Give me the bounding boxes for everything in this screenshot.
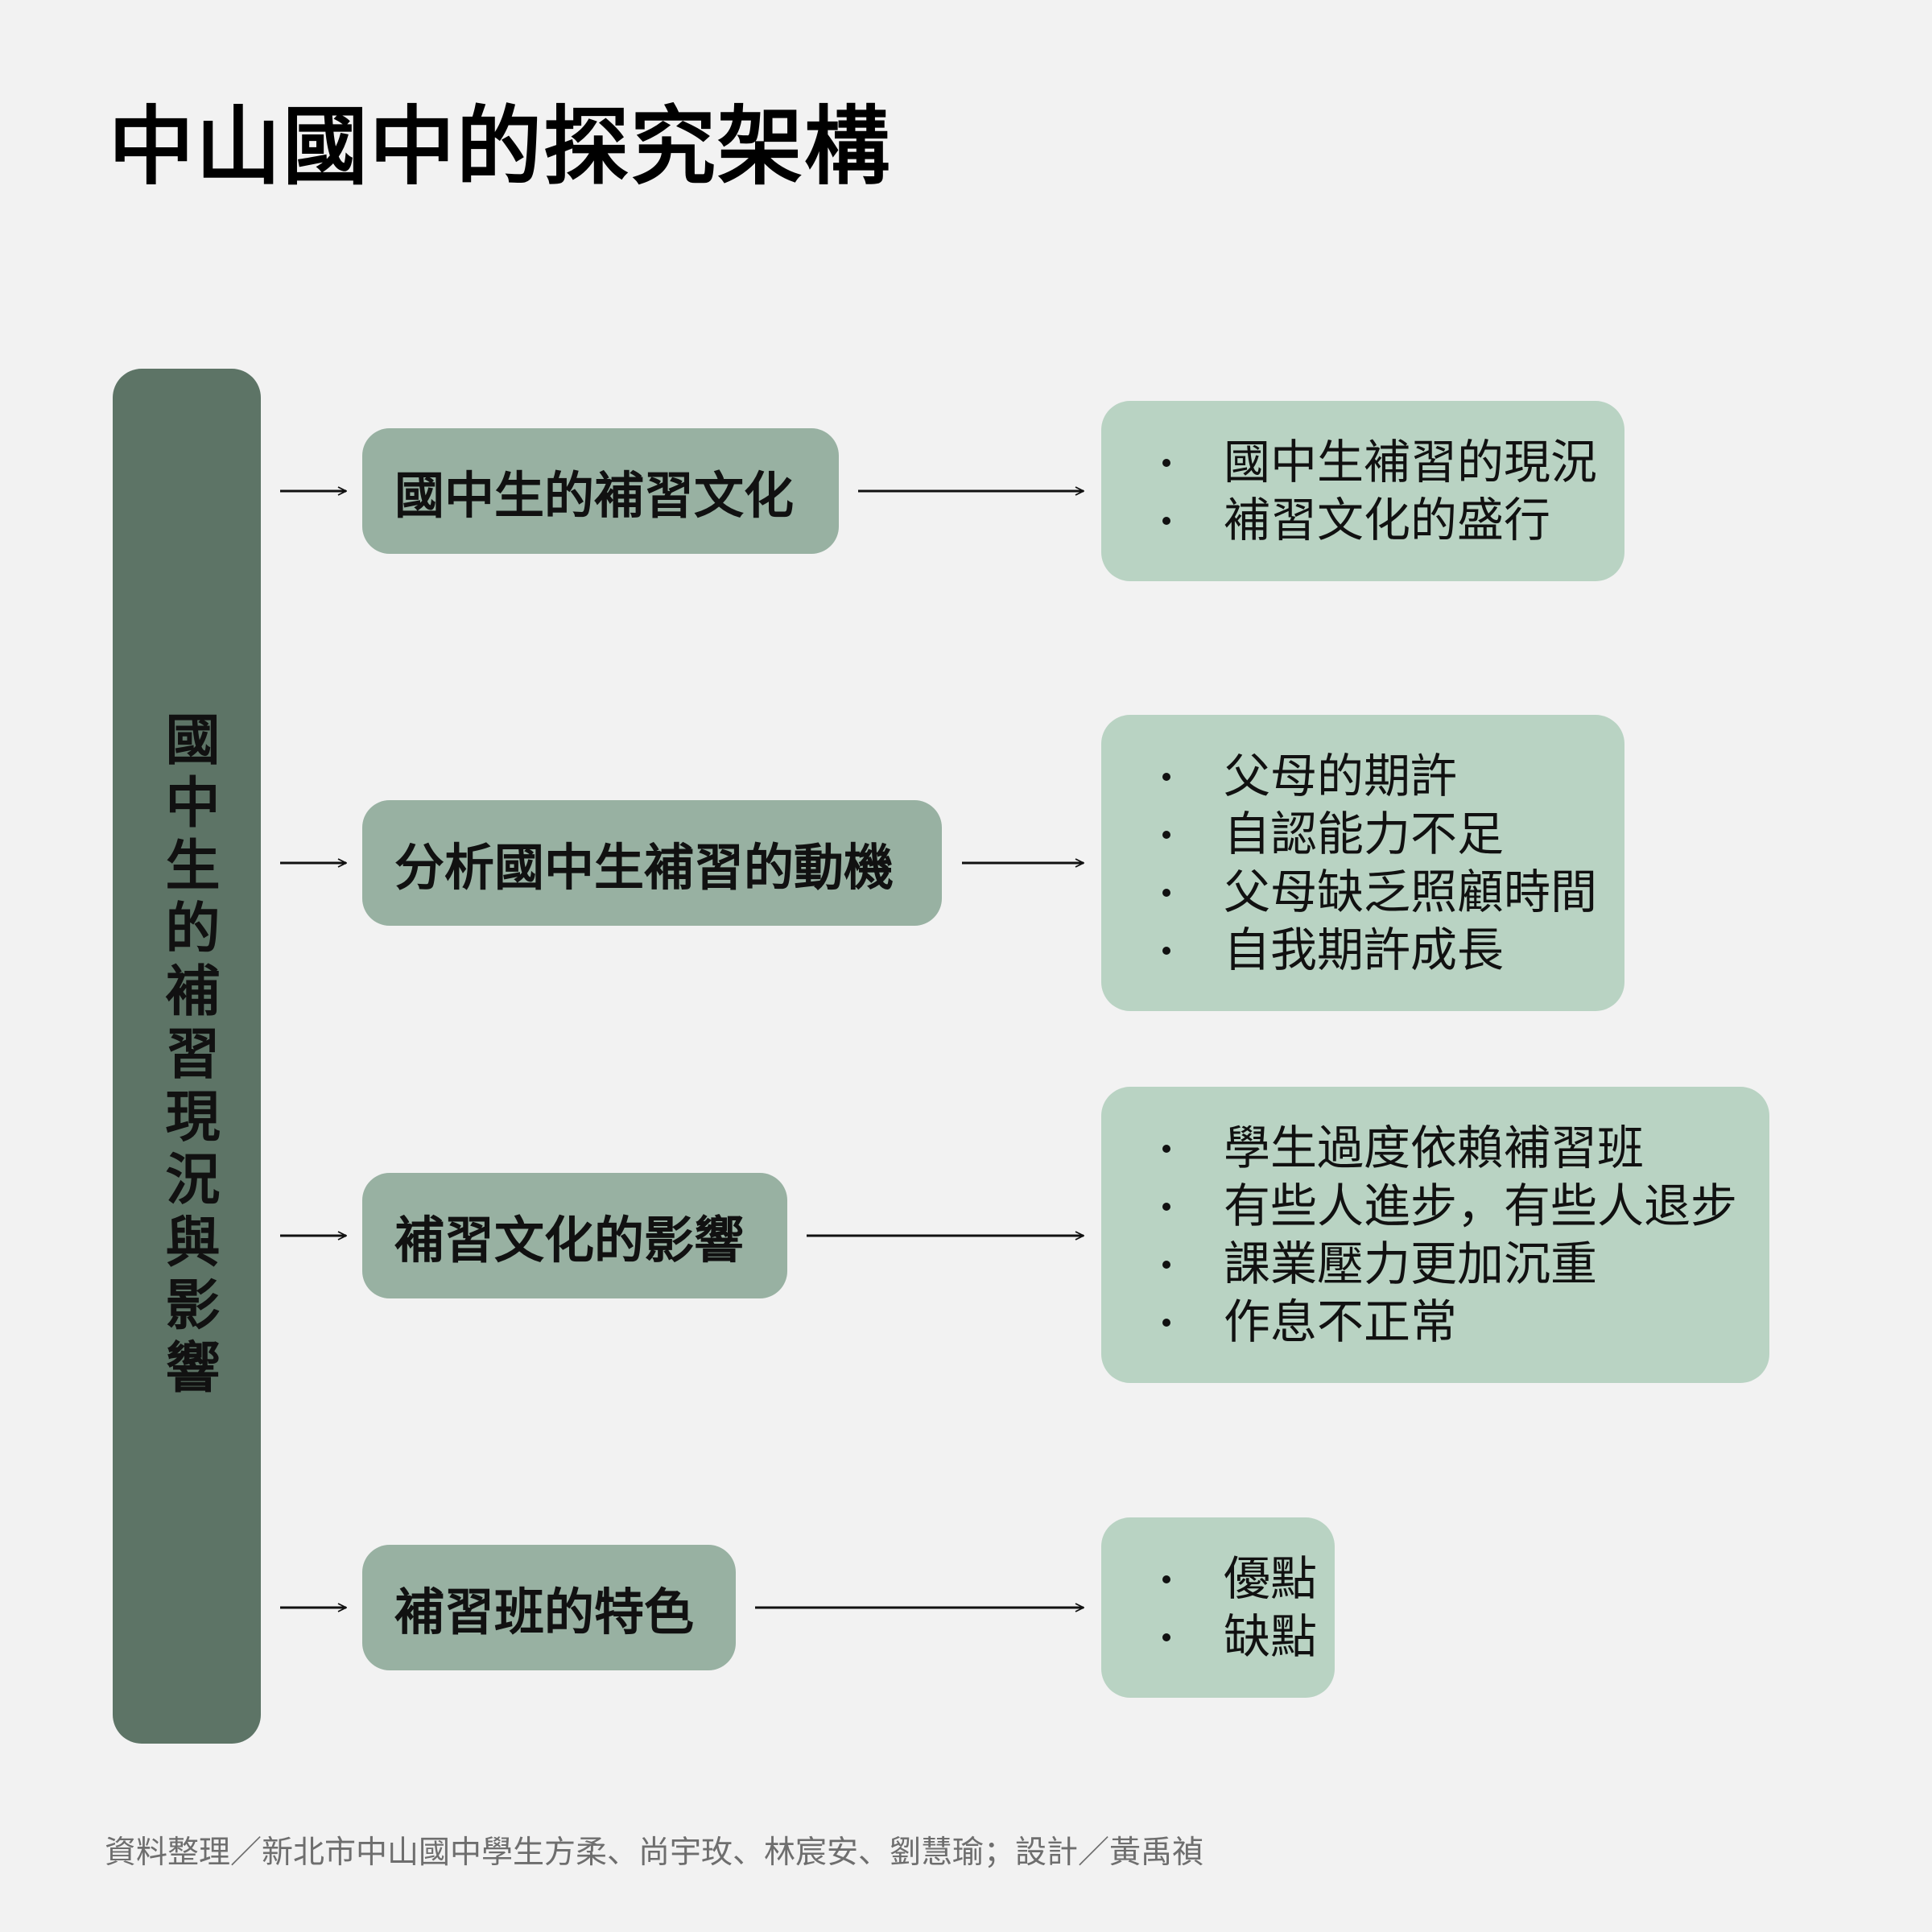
detail-item: 學生過度依賴補習班	[1156, 1119, 1769, 1177]
detail-item: 課業壓力更加沉重	[1156, 1235, 1769, 1293]
topic-node-4: 補習班的特色	[362, 1545, 736, 1670]
topic-node-label: 國中生的補習文化	[394, 466, 795, 525]
source-credit: 資料整理／新北市中山國中學生方柔、尚宇玫、林宸安、劉慧瑜；設計／黃禹禎	[105, 1835, 1204, 1871]
detail-box-2: 父母的期許 自認能力不足 父母缺乏照顧時間 自我期許成長	[1101, 715, 1624, 1011]
detail-item: 父母缺乏照顧時間	[1156, 863, 1624, 921]
topic-node-label: 分析國中生補習的動機	[394, 838, 894, 897]
detail-box-1: 國中生補習的現況 補習文化的盛行	[1101, 401, 1624, 581]
detail-item: 自我期許成長	[1156, 921, 1624, 979]
page-title: 中山國中的探究架構	[109, 97, 891, 196]
detail-item: 父母的期許	[1156, 747, 1624, 805]
root-node: 國中生的補習現況與影響	[113, 369, 261, 1744]
detail-box-4: 優點 缺點	[1101, 1517, 1335, 1698]
topic-node-2: 分析國中生補習的動機	[362, 800, 942, 926]
detail-list: 學生過度依賴補習班 有些人進步，有些人退步 課業壓力更加沉重 作息不正常	[1156, 1119, 1769, 1351]
detail-list: 國中生補習的現況 補習文化的盛行	[1156, 433, 1624, 549]
detail-item: 國中生補習的現況	[1156, 433, 1624, 491]
topic-node-label: 補習班的特色	[394, 1583, 695, 1641]
detail-list: 父母的期許 自認能力不足 父母缺乏照顧時間 自我期許成長	[1156, 747, 1624, 979]
detail-item: 缺點	[1156, 1608, 1335, 1666]
root-node-label: 國中生的補習現況與影響	[155, 711, 219, 1402]
detail-box-3: 學生過度依賴補習班 有些人進步，有些人退步 課業壓力更加沉重 作息不正常	[1101, 1087, 1769, 1383]
detail-item: 自認能力不足	[1156, 805, 1624, 863]
detail-item: 有些人進步，有些人退步	[1156, 1177, 1769, 1235]
detail-item: 優點	[1156, 1550, 1335, 1608]
topic-node-1: 國中生的補習文化	[362, 428, 839, 554]
detail-item: 作息不正常	[1156, 1293, 1769, 1351]
topic-node-3: 補習文化的影響	[362, 1173, 787, 1298]
topic-node-label: 補習文化的影響	[394, 1211, 745, 1269]
detail-item: 補習文化的盛行	[1156, 491, 1624, 549]
detail-list: 優點 缺點	[1156, 1550, 1335, 1666]
